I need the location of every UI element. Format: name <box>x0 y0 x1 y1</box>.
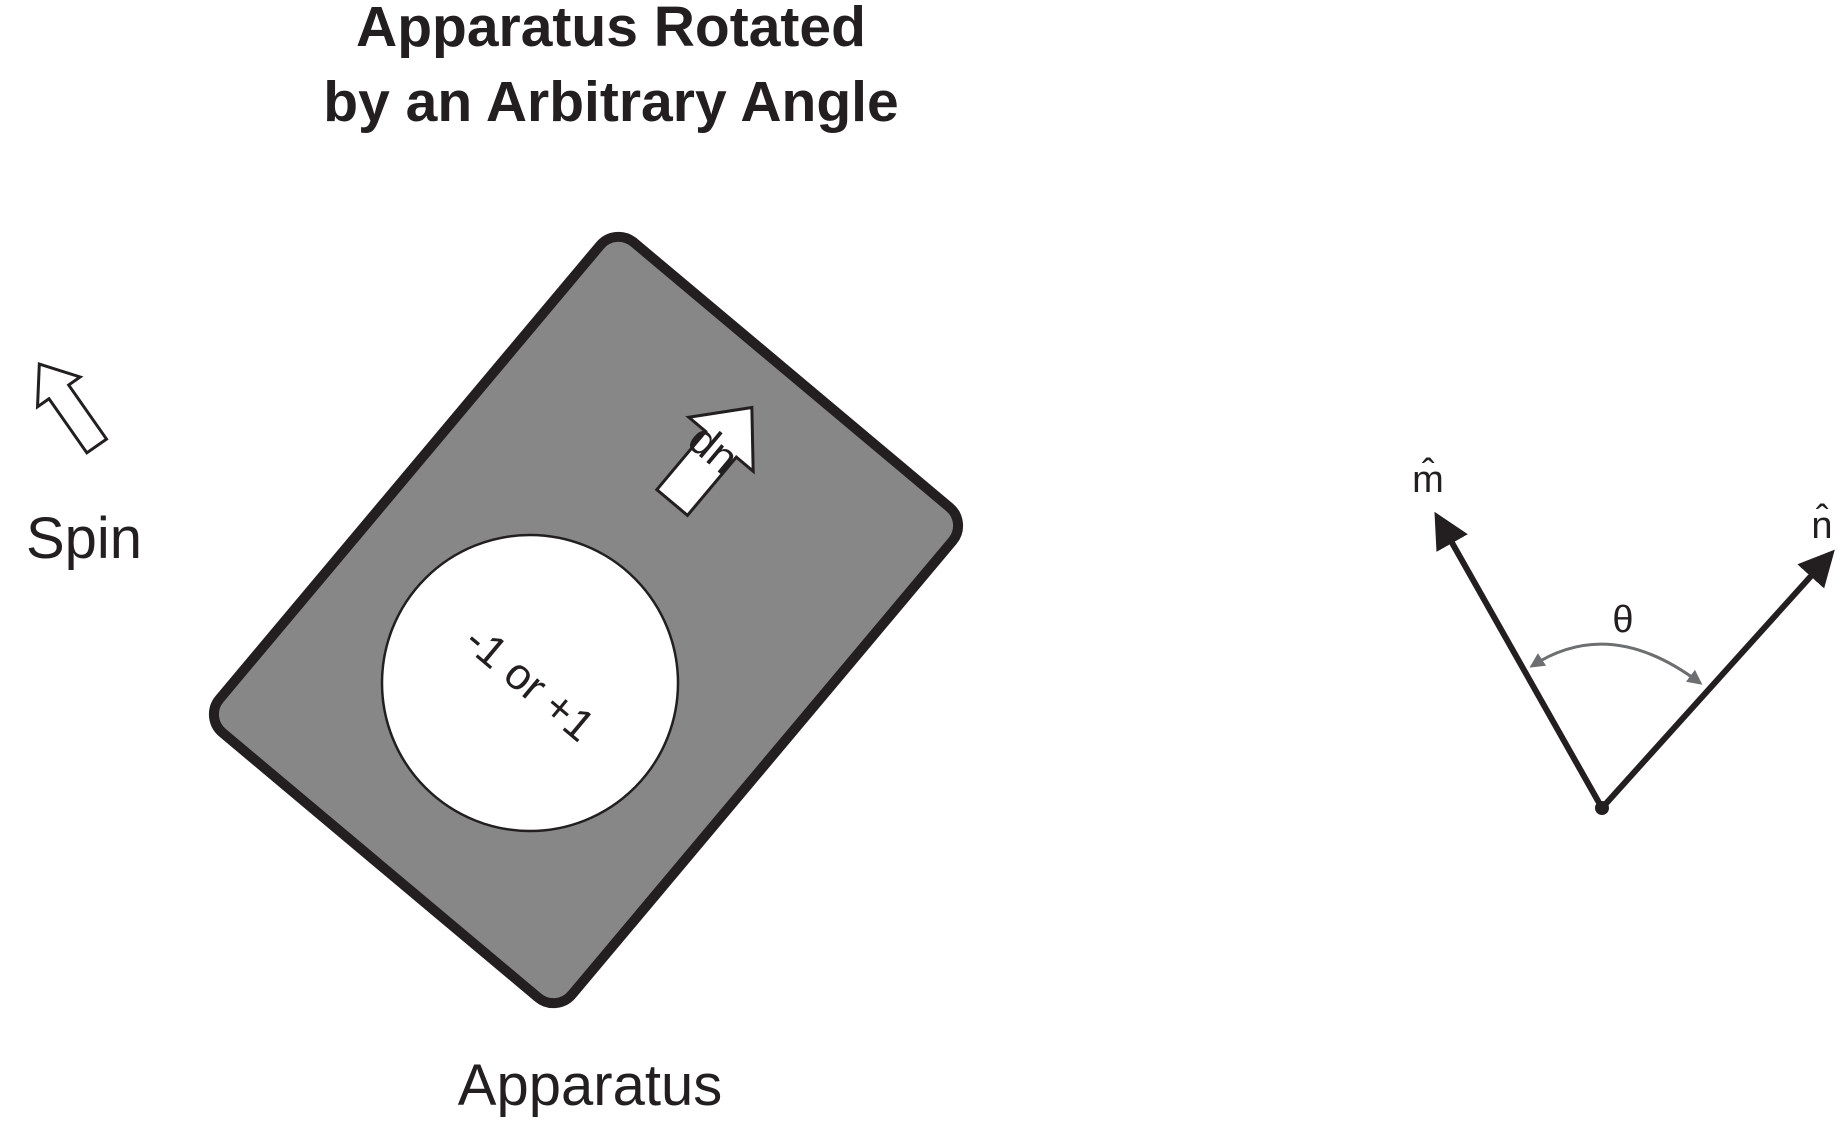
m-vector-arrow <box>1434 511 1605 810</box>
title-line-2: by an Arbitrary Angle <box>323 70 898 134</box>
title-line-1: Apparatus Rotated <box>356 0 866 59</box>
spin-arrow-icon <box>35 362 109 455</box>
spin-label: Spin <box>26 506 142 571</box>
apparatus-window <box>380 533 680 833</box>
theta-label: θ <box>1612 599 1633 641</box>
apparatus-label: Apparatus <box>458 1053 722 1118</box>
m-vector-label: m̂ <box>1412 457 1444 501</box>
angle-arc <box>1529 642 1703 685</box>
n-vector-label: n̂ <box>1811 503 1832 547</box>
vector-origin <box>1595 801 1609 815</box>
up-arrow-icon <box>654 405 755 518</box>
n-vector-arrow <box>1599 549 1835 811</box>
